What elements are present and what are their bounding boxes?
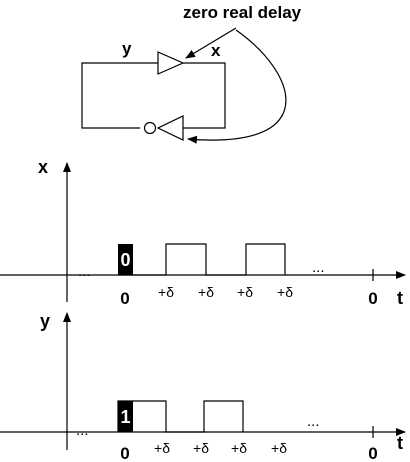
y-end-label: 0	[368, 444, 377, 462]
y-axis-label: y	[40, 311, 50, 331]
x-time-label: t	[397, 288, 403, 308]
circuit-label-y: y	[122, 39, 132, 58]
x-delta-label: +δ	[237, 284, 253, 300]
x-delta-label: +δ	[277, 284, 293, 300]
inverter-bubble	[143, 121, 157, 135]
x-end-label: 0	[368, 289, 377, 308]
x-delta-label: +δ	[198, 284, 214, 300]
y-waveform	[117, 400, 244, 433]
y-initial-value: 1	[120, 407, 130, 427]
x-ellipsis-left: ...	[78, 263, 91, 280]
timing-y: 1 y t ... ... 0 0 +δ +δ +δ +δ	[0, 311, 406, 462]
x-axis-label: x	[38, 157, 48, 177]
y-time-label: t	[397, 433, 403, 453]
circuit	[81, 27, 287, 144]
y-ellipsis-left: ...	[76, 422, 89, 439]
y-delta-label: +δ	[231, 440, 247, 456]
buffer-gate	[157, 51, 185, 75]
y-delta-label: +δ	[154, 440, 170, 456]
y-origin-label: 0	[120, 444, 129, 462]
x-initial-value: 0	[120, 250, 130, 270]
x-initial-marker	[118, 244, 133, 275]
y-ellipsis-right: ...	[307, 413, 320, 430]
wire-loop-left	[81, 62, 158, 129]
x-origin-label: 0	[120, 289, 129, 308]
inverter-gate	[156, 115, 184, 141]
wire-loop-right	[183, 62, 226, 129]
x-waveform	[118, 243, 286, 276]
x-delta-label: +δ	[158, 284, 174, 300]
y-delta-label: +δ	[193, 440, 209, 456]
timing-x: 0 x t ... ... 0 0 +δ +δ +δ +δ	[0, 157, 406, 308]
y-delta-label: +δ	[271, 440, 287, 456]
annotation-zero-real-delay: zero real delay	[183, 3, 302, 22]
y-initial-marker	[118, 401, 133, 432]
x-ellipsis-right: ...	[312, 259, 325, 276]
arrow-to-inverter	[187, 29, 287, 144]
arrow-to-buffer	[185, 27, 237, 59]
circuit-label-x: x	[211, 41, 221, 60]
